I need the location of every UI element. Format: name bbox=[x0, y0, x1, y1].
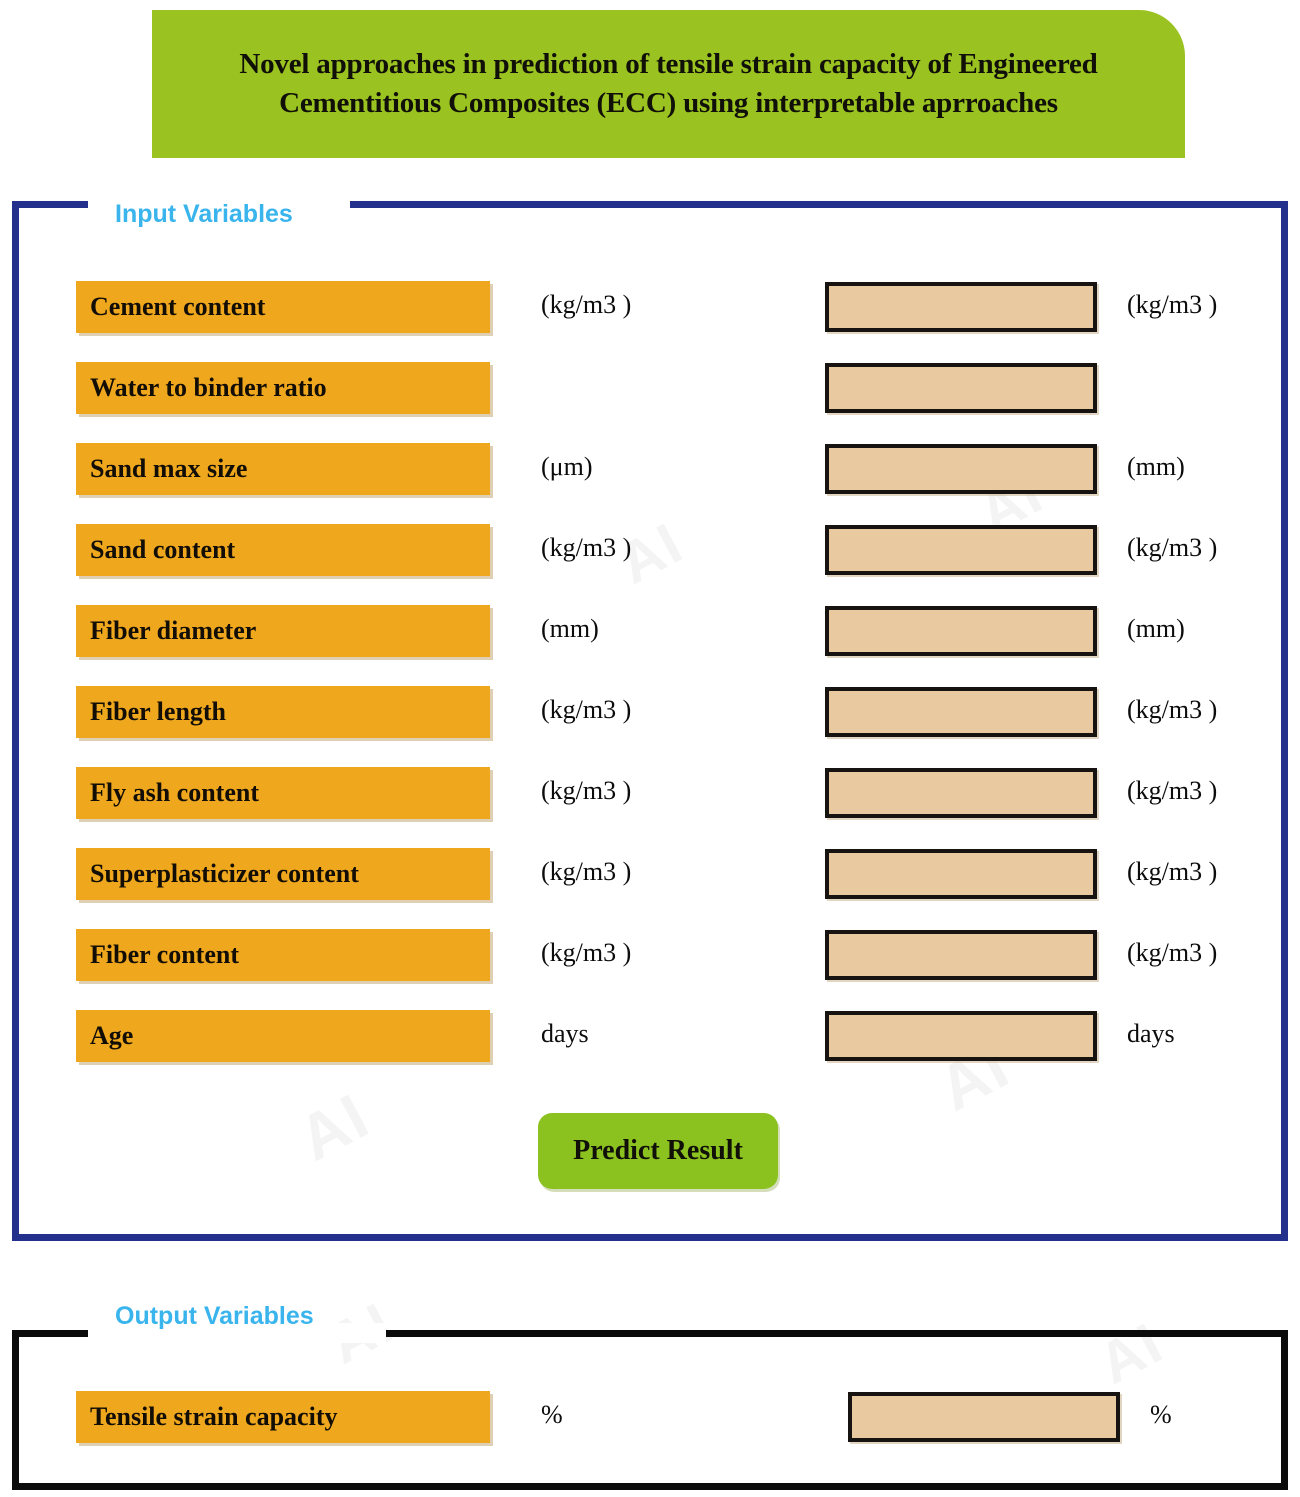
input-row-value-field[interactable] bbox=[825, 768, 1097, 818]
input-row-unit-right: (mm) bbox=[1127, 614, 1185, 643]
input-row-value-field[interactable] bbox=[825, 282, 1097, 332]
input-row: Fiber length (kg/m3 ) (kg/m3 ) bbox=[0, 686, 1300, 738]
input-row-label: Sand content bbox=[76, 524, 490, 576]
input-row-label: Superplasticizer content bbox=[76, 848, 490, 900]
input-row-unit-right: (kg/m3 ) bbox=[1127, 938, 1218, 967]
input-row-label-text: Age bbox=[90, 1021, 134, 1050]
input-row-unit-right: (kg/m3 ) bbox=[1127, 290, 1218, 319]
output-row: Tensile strain capacity % % bbox=[0, 1391, 1300, 1443]
input-row: Age days days bbox=[0, 1010, 1300, 1062]
output-row-label: Tensile strain capacity bbox=[76, 1391, 490, 1443]
input-row-unit-left: (kg/m3 ) bbox=[541, 776, 632, 805]
input-row: Fiber content (kg/m3 ) (kg/m3 ) bbox=[0, 929, 1300, 981]
title-banner: Novel approaches in prediction of tensil… bbox=[152, 10, 1185, 158]
input-row-value-field[interactable] bbox=[825, 930, 1097, 980]
input-row-label-text: Fiber length bbox=[90, 697, 227, 726]
input-row-value-field[interactable] bbox=[825, 849, 1097, 899]
input-row: Fiber diameter (mm) (mm) bbox=[0, 605, 1300, 657]
input-row: Sand max size (μm) (mm) bbox=[0, 443, 1300, 495]
input-row: Water to binder ratio bbox=[0, 362, 1300, 414]
input-row-label-text: Water to binder ratio bbox=[90, 373, 327, 402]
input-row-label-text: Sand max size bbox=[90, 454, 248, 483]
input-row-label: Fiber content bbox=[76, 929, 490, 981]
input-row-unit-right: (mm) bbox=[1127, 452, 1185, 481]
input-row-label: Fiber length bbox=[76, 686, 490, 738]
output-row-unit-left: % bbox=[541, 1400, 563, 1429]
input-row-unit-left: (kg/m3 ) bbox=[541, 938, 632, 967]
input-row-label-text: Superplasticizer content bbox=[90, 859, 359, 888]
input-row-label: Fly ash content bbox=[76, 767, 490, 819]
input-row: Sand content (kg/m3 ) (kg/m3 ) bbox=[0, 524, 1300, 576]
input-row-label: Water to binder ratio bbox=[76, 362, 490, 414]
input-row-label-text: Cement content bbox=[90, 292, 266, 321]
input-row: Superplasticizer content (kg/m3 ) (kg/m3 ) bbox=[0, 848, 1300, 900]
input-variables-panel bbox=[12, 201, 1288, 1241]
input-row-unit-left: (kg/m3 ) bbox=[541, 857, 632, 886]
input-row-unit-left: (kg/m3 ) bbox=[541, 695, 632, 724]
input-variables-legend: Input Variables bbox=[115, 200, 293, 228]
input-row-unit-left: days bbox=[541, 1019, 589, 1048]
input-row-value-field[interactable] bbox=[825, 363, 1097, 413]
input-row-label: Cement content bbox=[76, 281, 490, 333]
input-row-unit-right: days bbox=[1127, 1019, 1175, 1048]
page-title: Novel approaches in prediction of tensil… bbox=[239, 48, 1098, 119]
output-panel-legend-gap bbox=[88, 1323, 386, 1343]
input-row: Fly ash content (kg/m3 ) (kg/m3 ) bbox=[0, 767, 1300, 819]
input-row-label: Sand max size bbox=[76, 443, 490, 495]
output-row-label-text: Tensile strain capacity bbox=[90, 1402, 338, 1431]
input-row-value-field[interactable] bbox=[825, 444, 1097, 494]
input-row-unit-right: (kg/m3 ) bbox=[1127, 533, 1218, 562]
input-row-label-text: Fly ash content bbox=[90, 778, 259, 807]
output-variables-legend: Output Variables bbox=[115, 1302, 314, 1330]
input-panel-legend-gap bbox=[88, 194, 350, 214]
input-row-value-field[interactable] bbox=[825, 1011, 1097, 1061]
input-row-unit-left: (kg/m3 ) bbox=[541, 290, 632, 319]
predict-result-button[interactable]: Predict Result bbox=[538, 1113, 778, 1189]
input-row-unit-left: (μm) bbox=[541, 452, 593, 481]
input-row-unit-left: (kg/m3 ) bbox=[541, 533, 632, 562]
input-row-label: Age bbox=[76, 1010, 490, 1062]
output-row-unit-right: % bbox=[1150, 1400, 1172, 1429]
input-row-label-text: Sand content bbox=[90, 535, 236, 564]
input-row-value-field[interactable] bbox=[825, 687, 1097, 737]
output-variables-panel bbox=[12, 1330, 1288, 1490]
input-row-label: Fiber diameter bbox=[76, 605, 490, 657]
input-row-unit-right: (kg/m3 ) bbox=[1127, 776, 1218, 805]
input-row-value-field[interactable] bbox=[825, 606, 1097, 656]
output-row-value-field[interactable] bbox=[848, 1392, 1120, 1442]
input-row-unit-left: (mm) bbox=[541, 614, 599, 643]
input-row-label-text: Fiber diameter bbox=[90, 616, 257, 645]
input-row: Cement content (kg/m3 ) (kg/m3 ) bbox=[0, 281, 1300, 333]
input-row-label-text: Fiber content bbox=[90, 940, 239, 969]
input-row-unit-right: (kg/m3 ) bbox=[1127, 695, 1218, 724]
input-row-value-field[interactable] bbox=[825, 525, 1097, 575]
input-row-unit-right: (kg/m3 ) bbox=[1127, 857, 1218, 886]
